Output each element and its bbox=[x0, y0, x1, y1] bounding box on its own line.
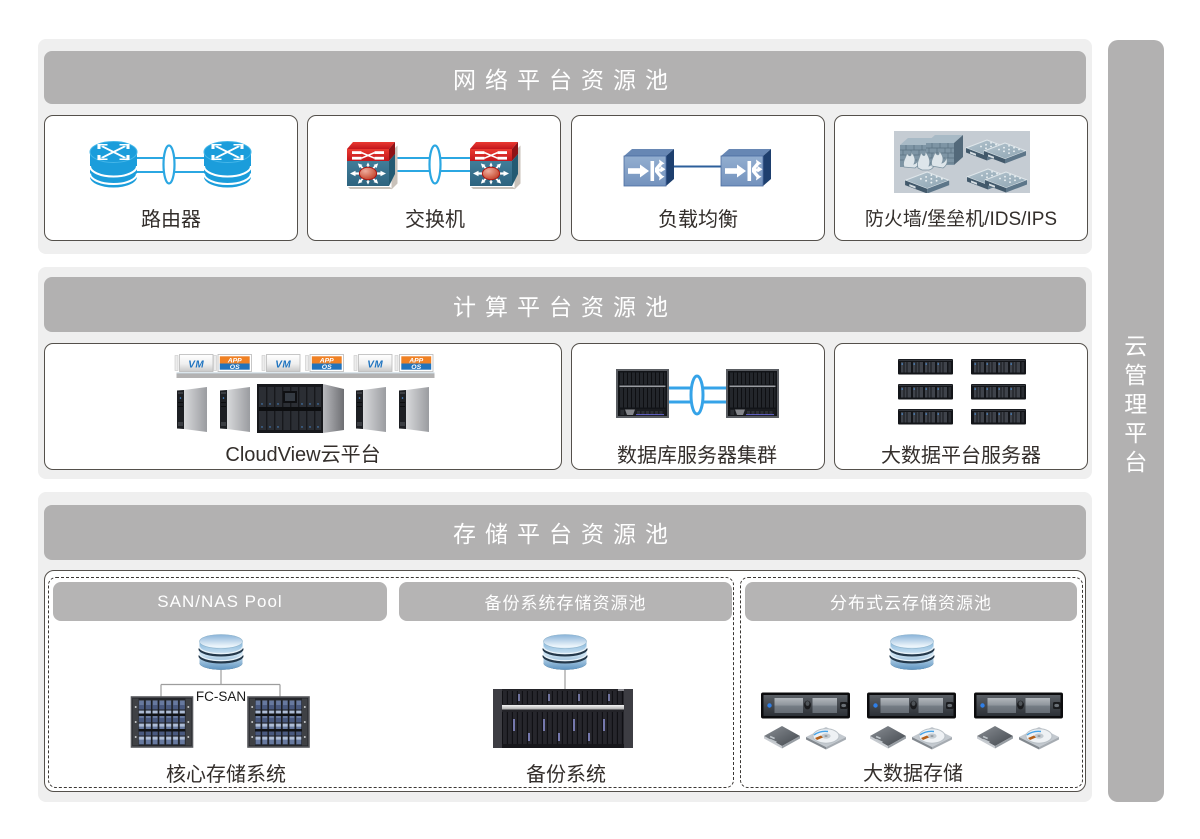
svg-text:FC-SAN: FC-SAN bbox=[196, 689, 246, 704]
